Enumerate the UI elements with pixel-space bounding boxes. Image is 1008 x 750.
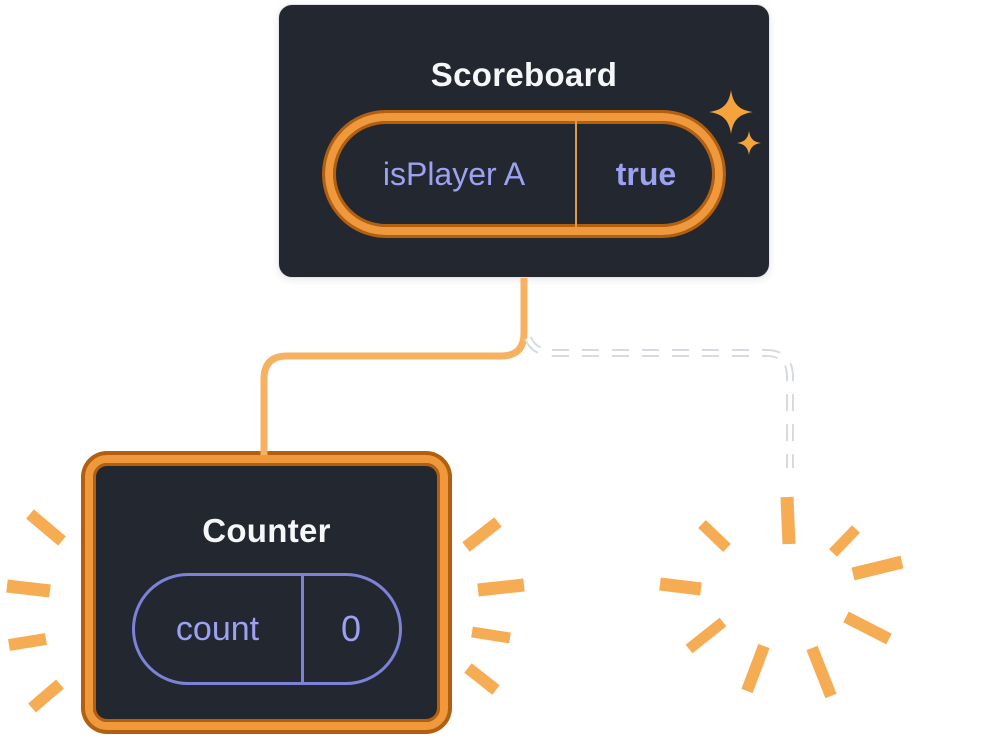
highlight-rays-left-icon [6,509,66,713]
dashed-connector-line [524,336,794,468]
scoreboard-title: Scoreboard [430,56,618,93]
counter-component: Counter count 0 [85,455,448,730]
scoreboard-state-key: isPlayer A [382,155,526,192]
highlight-rays-right-icon [462,517,525,695]
solid-connector-line [260,278,528,455]
counter-state-pill: count 0 [131,573,402,685]
counter-state-key: count [175,609,260,648]
scoreboard-state-value: true [575,121,715,227]
scoreboard-component: Scoreboard isPlayer A true [278,4,770,278]
counter-title: Counter [202,512,331,549]
scoreboard-state-pill: isPlayer A true [325,113,723,235]
counter-state-value: 0 [300,576,399,682]
poof-burst-icon [659,496,904,699]
